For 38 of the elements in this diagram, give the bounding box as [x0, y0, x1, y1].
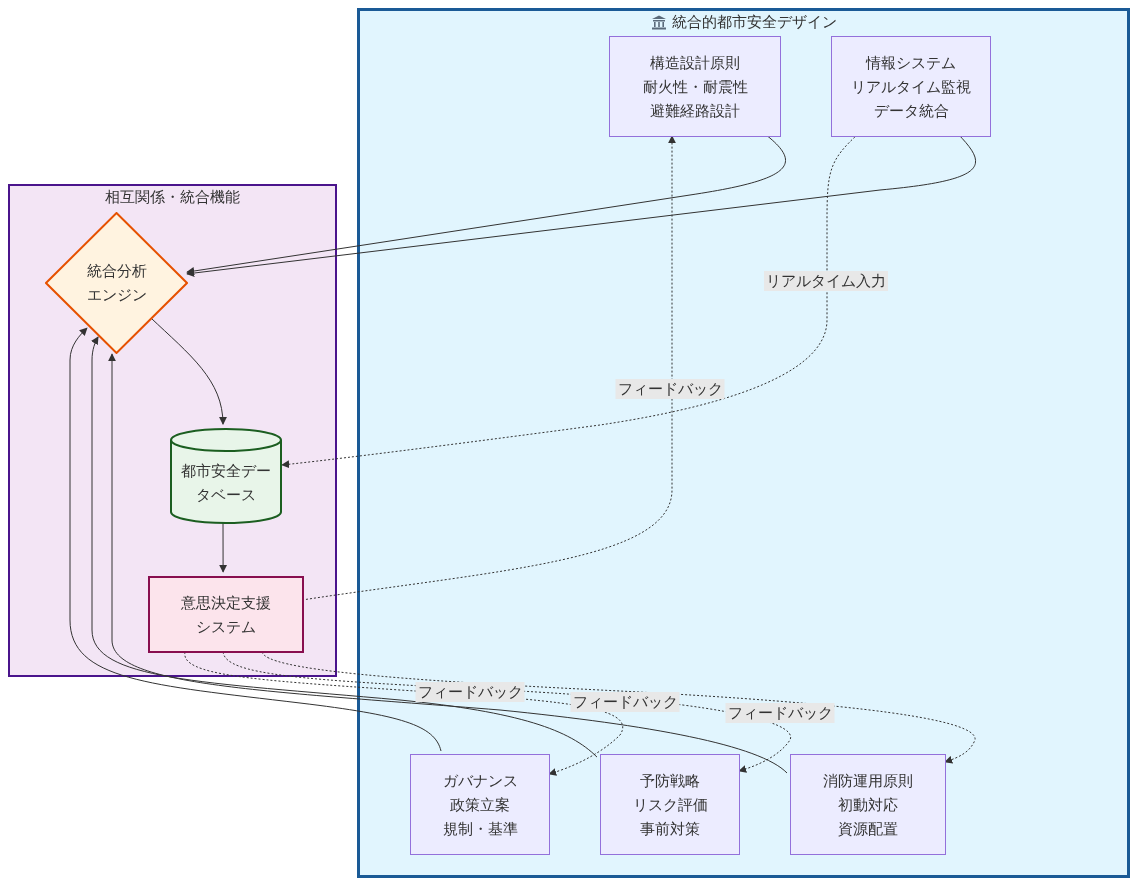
process-box	[609, 36, 781, 137]
node-text: 事前対策	[640, 818, 700, 840]
node-text: 意思決定支援システム	[181, 592, 271, 638]
arrow	[149, 316, 227, 425]
process-box	[831, 36, 991, 137]
arrow	[91, 336, 598, 758]
edge-label: フィードバック	[570, 692, 680, 712]
arrow	[108, 353, 788, 774]
node-text: 消防運用原則	[823, 770, 913, 792]
arrow	[219, 521, 228, 573]
node-text: 構造設計原則	[650, 52, 740, 74]
process-box	[790, 754, 946, 855]
node-text: 規制・基準	[442, 818, 518, 840]
edge-label: リアルタイム入力	[764, 271, 888, 291]
node-text: リスク評価	[632, 794, 708, 816]
node-text: 初動対応	[838, 794, 898, 816]
node-text: 都市安全データベース	[180, 461, 272, 506]
process-box	[410, 754, 550, 855]
node-text: 政策立案	[450, 794, 510, 816]
edge-label: フィードバック	[415, 682, 525, 702]
node-text: 避難経路設計	[650, 100, 740, 122]
group-panel	[357, 8, 1130, 878]
group-panel	[8, 184, 337, 677]
group-title: 相互関係・統合機能	[105, 187, 240, 207]
node-text: 統合分析エンジン	[85, 261, 148, 306]
edge-label: フィードバック	[725, 703, 835, 723]
node-text: リアルタイム監視	[851, 76, 971, 98]
node-text: ガバナンス	[442, 770, 518, 792]
node-text: データ統合	[873, 100, 949, 122]
process-box	[148, 576, 304, 653]
node-text: 情報システム	[866, 52, 956, 74]
node-text: 予防戦略	[640, 770, 700, 792]
group-title: 統合的都市安全デザイン	[671, 12, 837, 32]
node-text: 耐火性・耐震性	[642, 76, 748, 98]
process-box	[600, 754, 740, 855]
node-text: 資源配置	[838, 818, 898, 840]
edge-label: フィードバック	[615, 379, 725, 399]
arrow	[69, 327, 442, 752]
